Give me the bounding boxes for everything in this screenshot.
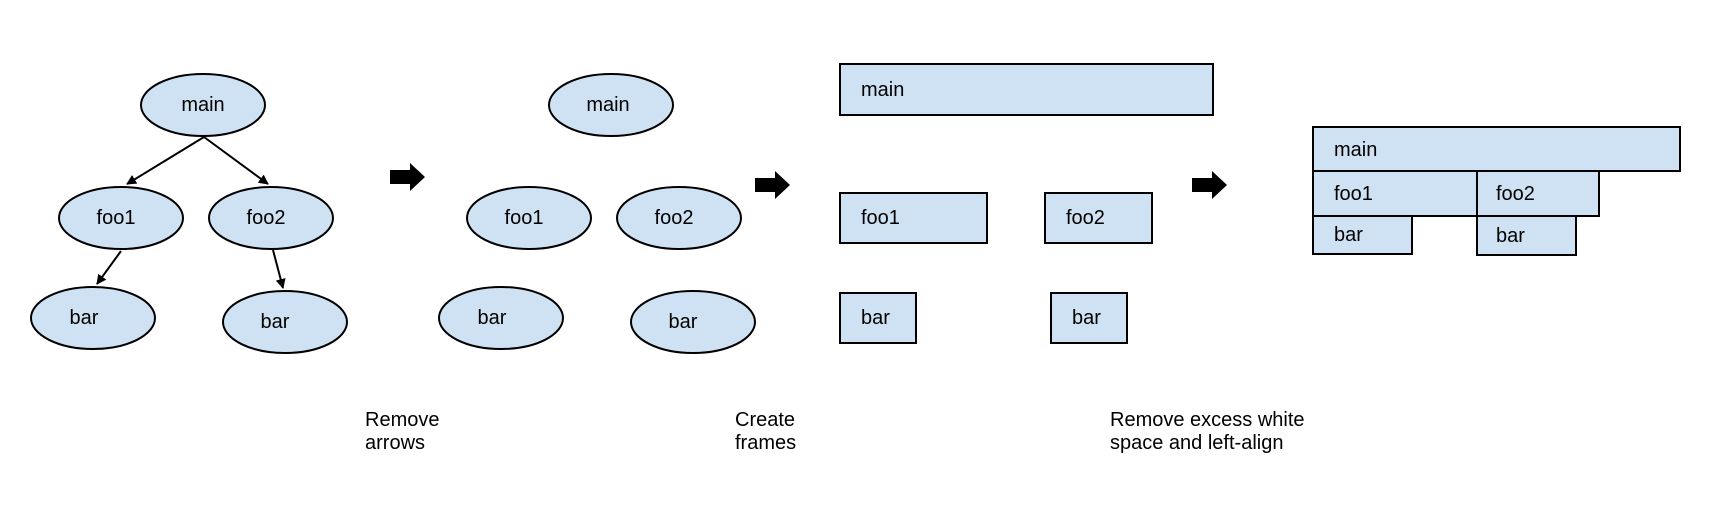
stage3-frame-bar-right: bar [1050,292,1128,344]
caption-step2: Create frames [735,409,796,454]
stage1-node-bar-left: bar [30,286,156,350]
stage2-node-bar-left: bar [438,286,564,350]
stage1-node-bar-right: bar [222,290,348,354]
stage2-bar-right-label: bar [669,311,698,333]
caption-step2-line2: frames [735,432,796,454]
stage1-foo1-label: foo1 [97,207,136,229]
stage3-frames: main foo1 foo2 bar bar [839,63,1214,344]
stage1-node-foo1: foo1 [58,186,184,250]
stage4-main-label: main [1334,139,1377,161]
stage3-frame-foo1: foo1 [839,192,988,244]
stage3-foo2-label: foo2 [1066,207,1105,229]
stage3-foo1-label: foo1 [861,207,900,229]
caption-step3: Remove excess white space and left-align [1110,409,1305,454]
stage2-nodes: main foo1 foo2 bar bar [438,73,756,354]
stage4-frame-foo1: foo1 [1312,170,1478,217]
stage2-node-foo2: foo2 [616,186,742,250]
edge-foo2-bar [272,249,286,289]
stage1-tree: main foo1 foo2 bar bar [30,73,348,354]
stage1-node-main: main [140,73,266,137]
stage2-foo2-label: foo2 [655,207,694,229]
stage4-frames: main foo1 foo2 bar bar [1312,126,1681,256]
stage4-bar-left-label: bar [1334,224,1363,246]
stage4-frame-bar-left: bar [1312,215,1413,255]
stage3-main-label: main [861,79,904,101]
stage1-bar-right-label: bar [261,311,290,333]
stage3-frame-bar-left: bar [839,292,917,344]
stage1-foo2-label: foo2 [247,207,286,229]
stage2-node-main: main [548,73,674,137]
right-block-arrow-icon [755,171,790,199]
right-block-arrow-icon [1192,171,1227,199]
stage2-main-label: main [586,94,629,116]
stage3-frame-foo2: foo2 [1044,192,1153,244]
stage1-node-foo2: foo2 [208,186,334,250]
stage4-frame-main: main [1312,126,1681,172]
stage4-frame-bar-right: bar [1476,215,1577,256]
stage4-foo1-label: foo1 [1334,183,1373,205]
stage2-bar-left-label: bar [478,307,507,329]
caption-step3-line2: space and left-align [1110,432,1283,454]
caption-step3-line1: Remove excess white [1110,409,1305,431]
stage2-foo1-label: foo1 [505,207,544,229]
stage3-bar-right-label: bar [1072,307,1101,329]
caption-step1-line2: arrows [365,432,425,454]
stage3-frame-main: main [839,63,1214,116]
stage4-bar-right-label: bar [1496,225,1525,247]
stage1-bar-left-label: bar [70,307,99,329]
stage1-main-label: main [181,94,224,116]
stage2-node-foo1: foo1 [466,186,592,250]
edge-foo1-bar [96,250,122,285]
stage3-bar-left-label: bar [861,307,890,329]
caption-step1: Remove arrows [365,409,439,454]
caption-step1-line1: Remove [365,409,439,431]
caption-step2-line1: Create [735,409,795,431]
stage4-frame-foo2: foo2 [1476,170,1600,217]
edge-main-foo2 [203,136,269,185]
right-block-arrow-icon [390,163,425,191]
stage4-foo2-label: foo2 [1496,183,1535,205]
stage2-node-bar-right: bar [630,290,756,354]
edge-main-foo1 [126,136,205,185]
